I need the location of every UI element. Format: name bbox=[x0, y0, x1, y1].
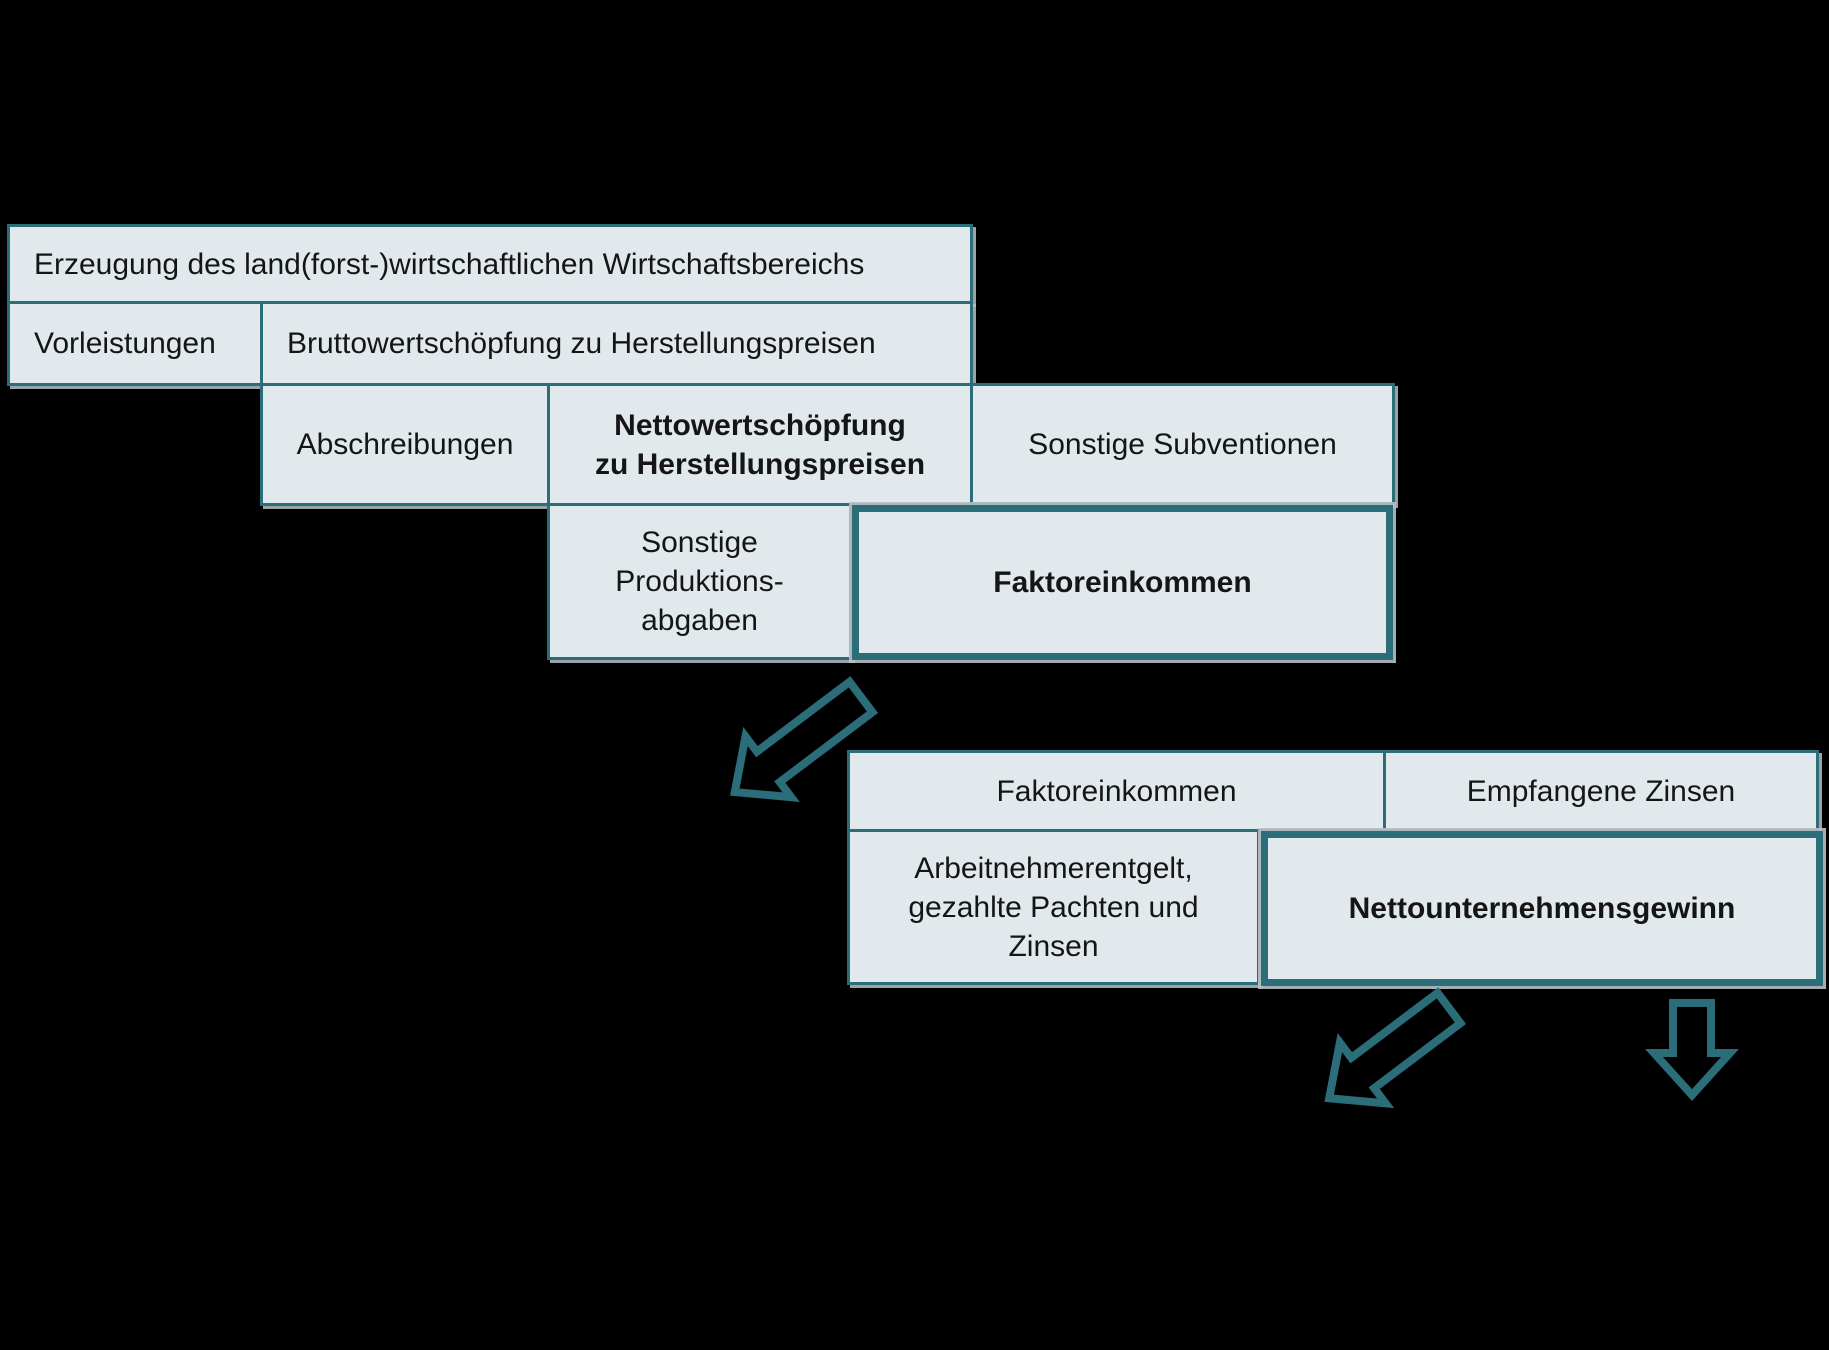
box-faktoreinkommen-result: Faktoreinkommen bbox=[852, 505, 1393, 660]
box-nettowertschoepfung: Nettowertschöpfung zu Herstellungspreise… bbox=[547, 383, 973, 506]
box-arbeitnehmerentgelt: Arbeitnehmerentgelt, gezahlte Pachten un… bbox=[847, 829, 1260, 985]
box-abschreibungen: Abschreibungen bbox=[260, 383, 550, 506]
box-faktoreinkommen-carry: Faktoreinkommen bbox=[847, 750, 1386, 832]
box-sonstige-produktionsabgaben: Sonstige Produktions- abgaben bbox=[547, 503, 852, 660]
arrow-down-icon bbox=[1644, 999, 1740, 1101]
box-empfangene-zinsen: Empfangene Zinsen bbox=[1383, 750, 1819, 832]
arrow-down-left-icon bbox=[1324, 987, 1467, 1109]
box-bruttowertschoepfung: Bruttowertschöpfung zu Herstellungspreis… bbox=[260, 301, 973, 386]
box-erzeugung: Erzeugung des land(forst-)wirtschaftlich… bbox=[7, 224, 973, 304]
box-vorleistungen: Vorleistungen bbox=[7, 301, 263, 386]
box-nettounternehmensgewinn: Nettounternehmensgewinn bbox=[1261, 831, 1823, 986]
box-sonstige-subventionen: Sonstige Subventionen bbox=[970, 383, 1395, 505]
